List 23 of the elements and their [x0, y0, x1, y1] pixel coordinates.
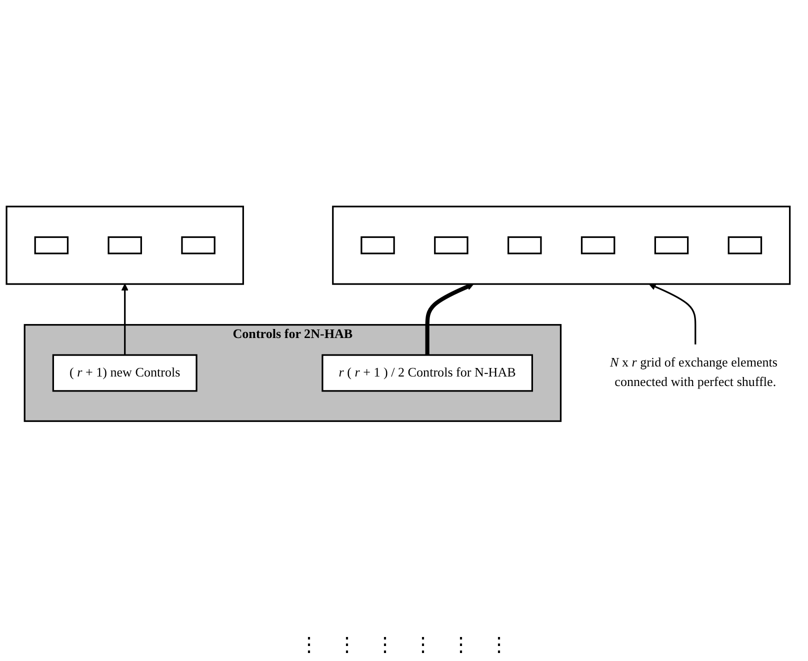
vertical-ellipsis: ⋮ — [451, 633, 471, 657]
vertical-ellipsis: ⋮ — [375, 633, 395, 657]
arrow — [121, 284, 128, 356]
vertical-ellipsis: ⋮ — [413, 633, 433, 657]
vertical-ellipsis: ⋮ — [299, 633, 319, 657]
vertical-ellipsis: ⋮ — [489, 633, 509, 657]
node-box — [508, 236, 542, 254]
node-box: ( r + 1) new Controls — [52, 354, 198, 392]
node-box — [728, 236, 762, 254]
cluster — [6, 206, 244, 286]
cluster — [332, 206, 791, 286]
arrow — [425, 284, 474, 356]
node-box: r ( r + 1 ) / 2 Controls for N-HAB — [322, 354, 533, 392]
vertical-ellipsis: ⋮ — [337, 633, 357, 657]
node-box — [108, 236, 142, 254]
node-box — [434, 236, 468, 254]
node-box — [654, 236, 689, 254]
node-text: N x r grid of exchange elements connected with perfect shuffle. — [610, 356, 778, 390]
node-box — [181, 236, 216, 254]
node-box — [34, 236, 69, 254]
node-box — [360, 236, 395, 254]
arrow — [648, 284, 696, 346]
node-box — [580, 236, 616, 254]
